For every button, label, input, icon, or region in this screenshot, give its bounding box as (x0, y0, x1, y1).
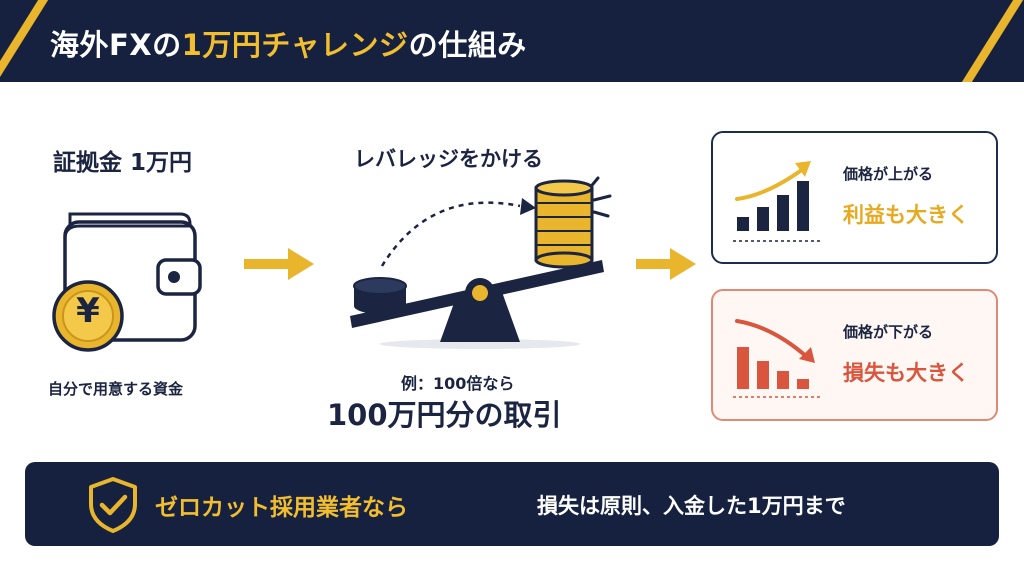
page-title: 海外FXの1万円チャレンジの仕組み (50, 28, 527, 62)
shield-check-icon (89, 477, 137, 533)
arrow-right-icon (636, 248, 696, 280)
header-stripe-right (950, 0, 1024, 82)
yen-symbol: ¥ (76, 291, 100, 331)
price-down-label: 価格が下がる (843, 323, 934, 341)
header-stripe-left (0, 0, 55, 82)
step2-heading: レバレッジをかける (354, 147, 543, 171)
arrow-right-icon (244, 248, 314, 280)
step1-heading: 証拠金 1万円 (53, 150, 193, 176)
outcome-card-price-down: 価格が下がる 損失も大きく (711, 289, 998, 421)
leverage-result: 100万円分の取引 (327, 398, 562, 432)
leverage-example: 例：100倍なら (401, 374, 515, 393)
title-highlight: 1万円チャレンジ (181, 28, 409, 62)
zero-cut-highlight: ゼロカット採用業者なら (155, 495, 408, 521)
rising-bar-chart-icon (733, 161, 823, 242)
loss-limit-text: 損失は原則、入金した1万円まで (537, 494, 846, 518)
outcome-card-price-up: 価格が上がる 利益も大きく (711, 131, 998, 264)
step1-caption: 自分で用意する資金 (48, 380, 184, 398)
leverage-seesaw-icon (350, 176, 612, 349)
price-up-label: 価格が上がる (843, 165, 934, 183)
header-banner: 海外FXの1万円チャレンジの仕組み (0, 0, 1024, 82)
yen-coin-icon (52, 280, 124, 352)
loss-increase-label: 損失も大きく (843, 361, 969, 385)
profit-increase-label: 利益も大きく (843, 203, 969, 227)
falling-bar-chart-icon (733, 319, 823, 398)
zero-cut-banner: ゼロカット採用業者なら 損失は原則、入金した1万円まで (25, 462, 999, 546)
